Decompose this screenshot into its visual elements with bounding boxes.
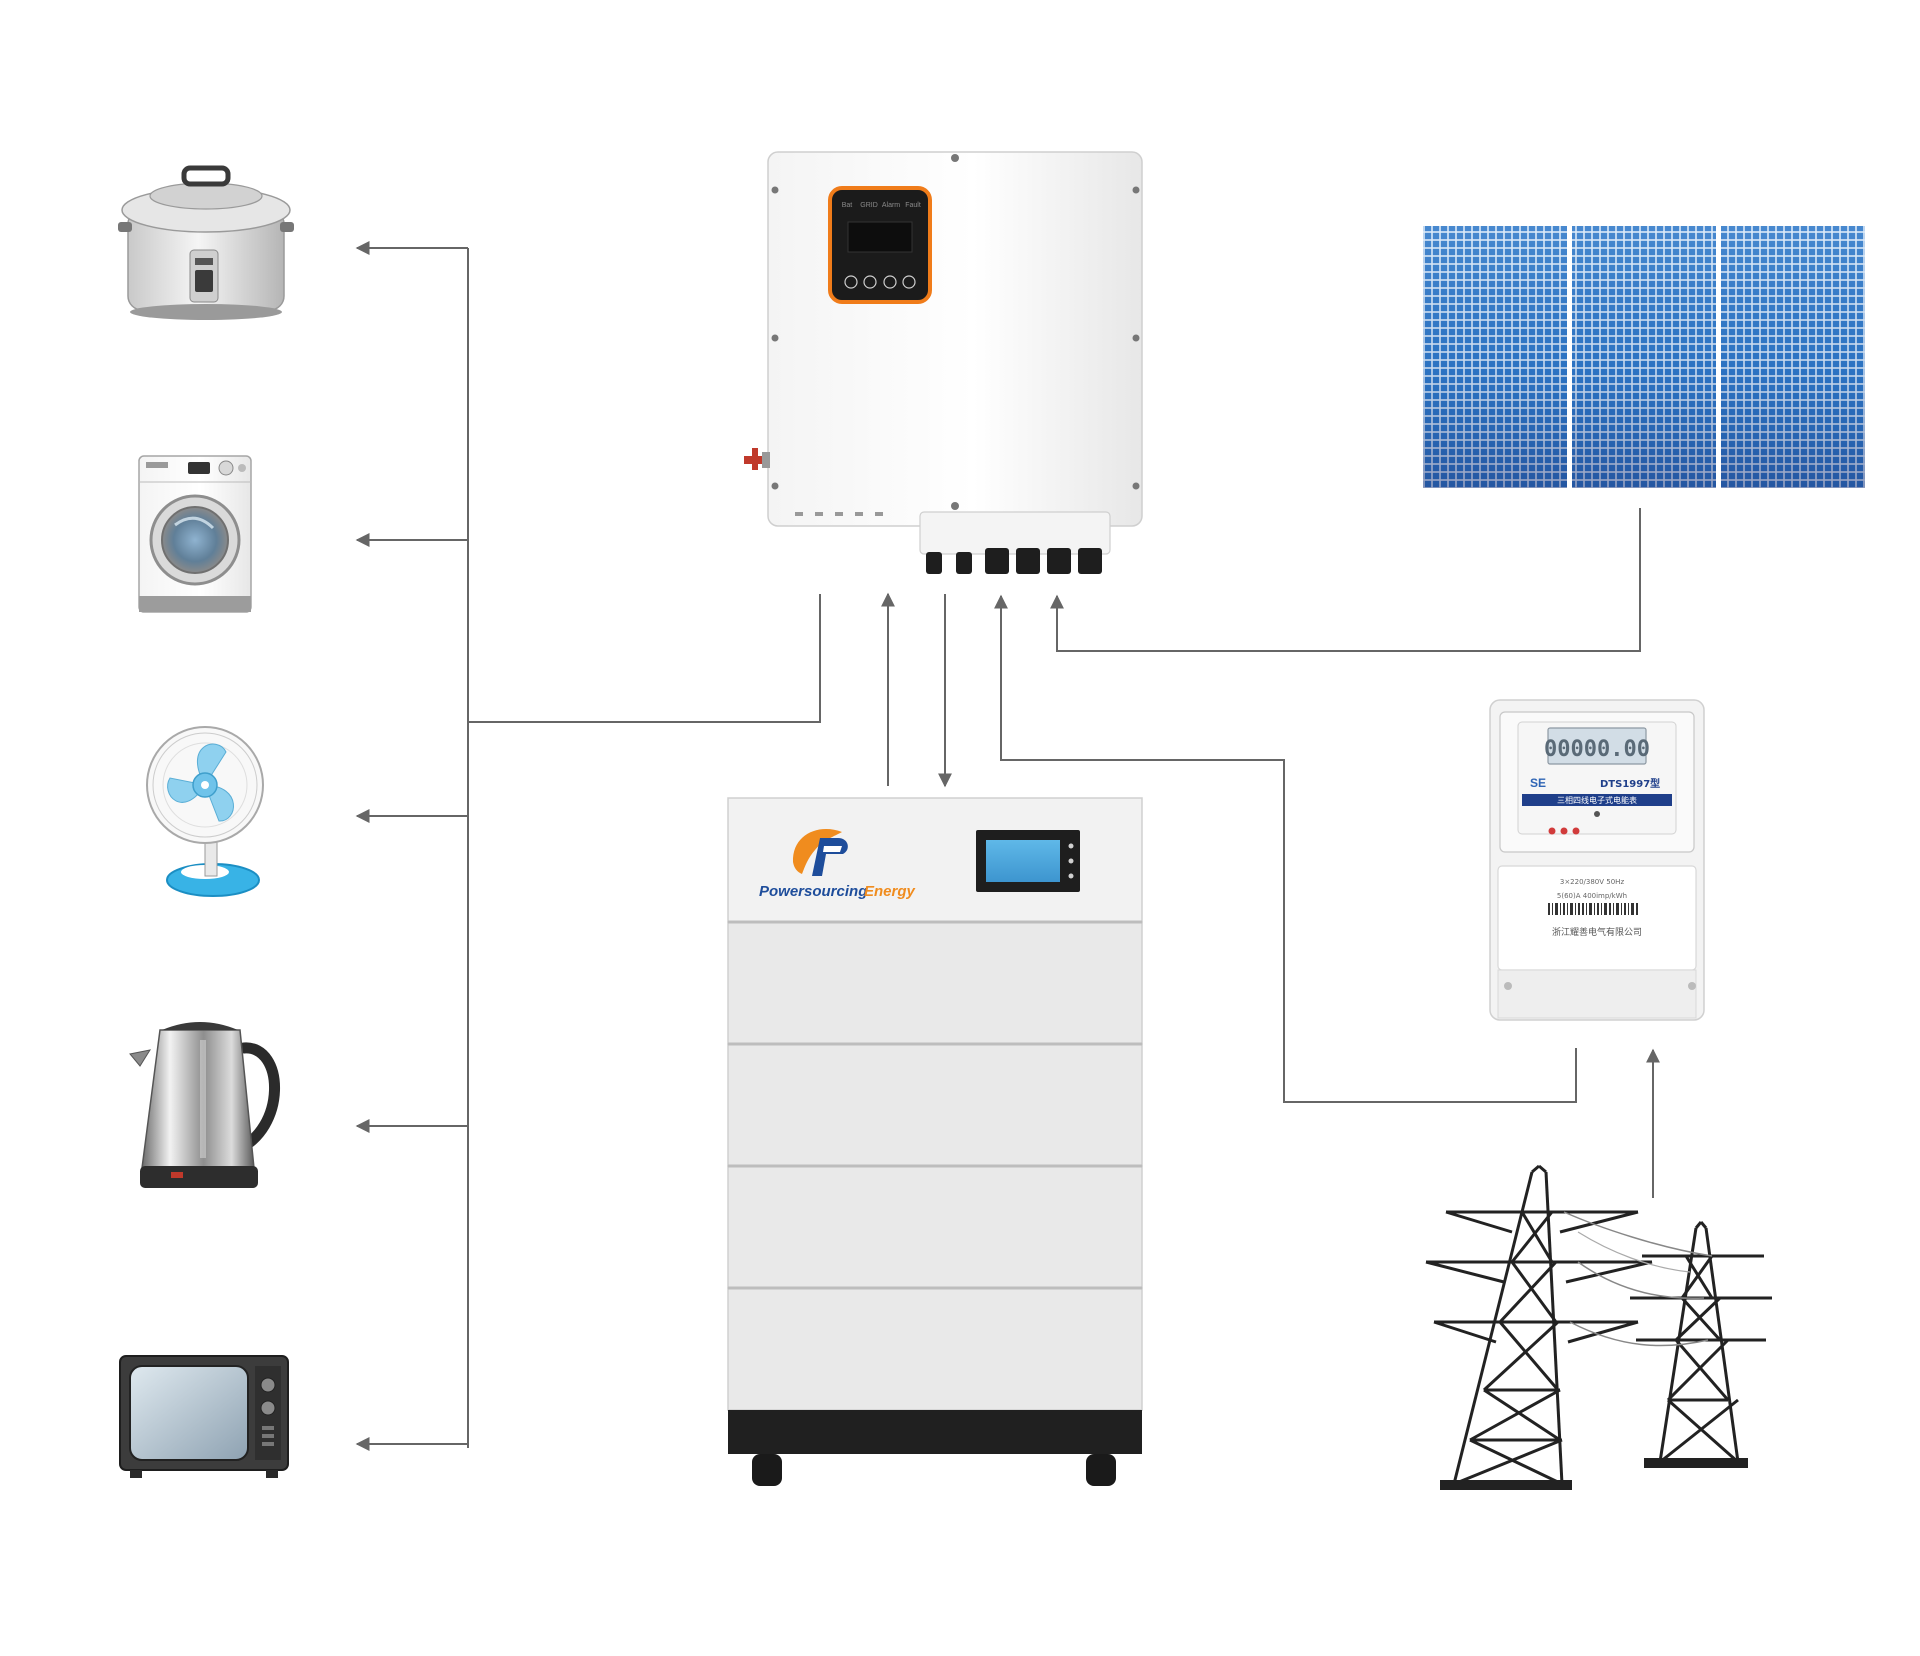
hybrid-inverter: Bat GRID Alarm Fault — [744, 151, 1143, 574]
battery-module-3 — [727, 1165, 1143, 1289]
solar-to-inverter-arrow — [1050, 508, 1641, 652]
dc-switch-icon — [744, 448, 770, 470]
indicator-label-alarm: Alarm — [882, 202, 900, 209]
brand-name-part1: Powersourcing — [759, 883, 867, 900]
meter-subtitle: 三相四线电子式电能表 — [1557, 795, 1637, 805]
meter-register-display — [1547, 727, 1647, 765]
battery-wheel-left — [752, 1454, 782, 1486]
battery-module-1 — [727, 921, 1143, 1045]
meter-manufacturer: 浙江耀善电气有限公司 — [1552, 926, 1642, 938]
washing-machine-icon — [138, 455, 252, 613]
inverter-button-3[interactable] — [883, 275, 897, 289]
meter-to-inverter-arrow — [994, 594, 1577, 1103]
battery-wheel-right — [1086, 1454, 1116, 1486]
inverter-button-1[interactable] — [844, 275, 858, 289]
meter-spec-line2: 5(60)A 400imp/kWh — [1557, 892, 1627, 900]
battery-module-2 — [727, 1043, 1143, 1167]
battery-lcd-screen — [986, 840, 1060, 882]
inverter-lcd — [847, 221, 913, 253]
flow-lines — [355, 241, 1660, 1451]
electricity-meter: 00000.00 SE DTS1997型 三相四线电子式电能表 3×220/38… — [1489, 699, 1705, 1021]
transmission-tower-large — [1425, 1164, 1653, 1486]
meter-model: DTS1997型 — [1600, 777, 1660, 790]
meter-spec-line1: 3×220/380V 50Hz — [1560, 878, 1625, 886]
battery-module-4 — [727, 1287, 1143, 1411]
inverter-display-panel: Bat GRID Alarm Fault — [828, 186, 932, 304]
electric-kettle-icon — [129, 1022, 280, 1188]
indicator-label-bat: Bat — [842, 202, 853, 209]
powersourcing-energy-logo: Powersourcing Energy — [759, 829, 916, 900]
meter-barcode — [1548, 903, 1638, 915]
inverter-cable-glands — [926, 548, 1102, 574]
brand-name-part2: Energy — [864, 883, 916, 900]
solar-panel-array — [1423, 226, 1865, 488]
inverter-button-4[interactable] — [902, 275, 916, 289]
rice-cooker-icon — [118, 165, 294, 320]
inverter-button-2[interactable] — [863, 275, 877, 289]
inverter-to-loads-line — [468, 594, 821, 723]
battery-base — [728, 1410, 1142, 1454]
television-icon — [119, 1355, 289, 1478]
meter-brand-mark: SE — [1530, 776, 1546, 790]
meter-reading: 00000.00 — [1544, 737, 1650, 762]
battery-storage-stack: Powersourcing Energy — [727, 797, 1143, 1486]
electric-fan-icon — [146, 726, 264, 897]
power-grid-towers-icon — [1425, 1164, 1772, 1490]
indicator-label-fault: Fault — [905, 202, 921, 209]
indicator-label-grid: GRID — [860, 202, 878, 209]
